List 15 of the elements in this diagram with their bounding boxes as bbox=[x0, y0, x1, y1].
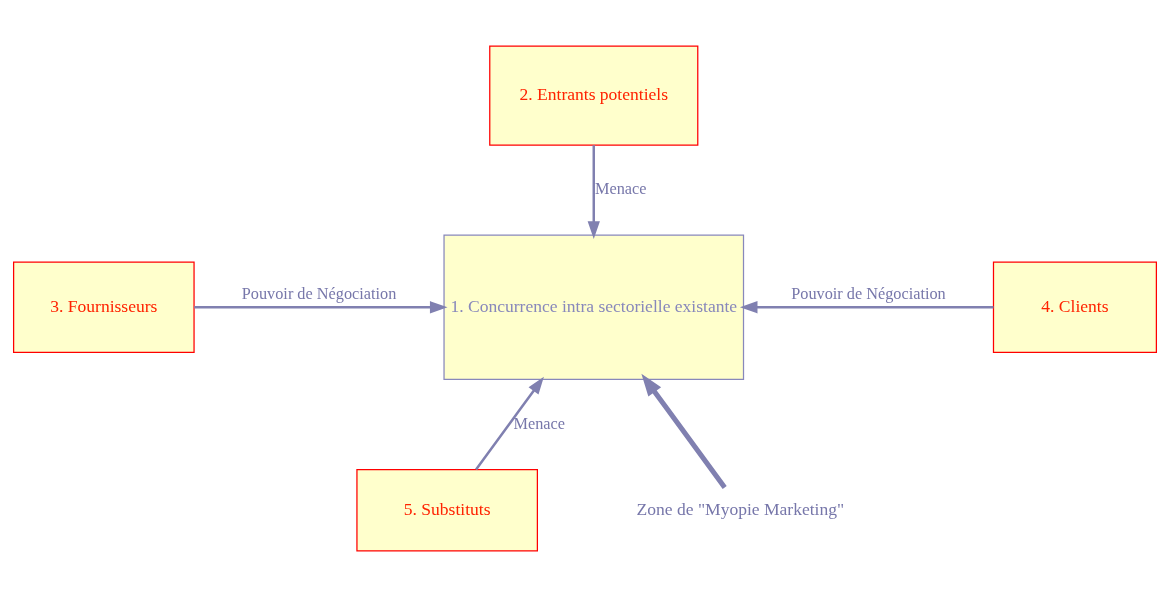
arrow bbox=[475, 376, 544, 471]
arrow bbox=[587, 145, 600, 239]
edge-label: Menace bbox=[513, 413, 566, 433]
node-box: 5. Substituts bbox=[356, 468, 538, 552]
arrow bbox=[641, 373, 727, 490]
edge-label: Menace bbox=[594, 179, 647, 199]
edge-label: Pouvoir de Négociation bbox=[241, 284, 397, 303]
edge-label: Pouvoir de Négociation bbox=[791, 284, 946, 303]
node-box: 1. Concurrence intra sectorielle existante bbox=[443, 234, 745, 380]
node-text: Zone de "Myopie Marketing" bbox=[636, 498, 845, 519]
node-box: 2. Entrants potentiels bbox=[489, 45, 699, 146]
node-box: 4. Clients bbox=[992, 261, 1157, 353]
arrow bbox=[739, 301, 994, 314]
node-box: 3. Fournisseurs bbox=[13, 261, 195, 353]
arrow bbox=[194, 301, 448, 314]
